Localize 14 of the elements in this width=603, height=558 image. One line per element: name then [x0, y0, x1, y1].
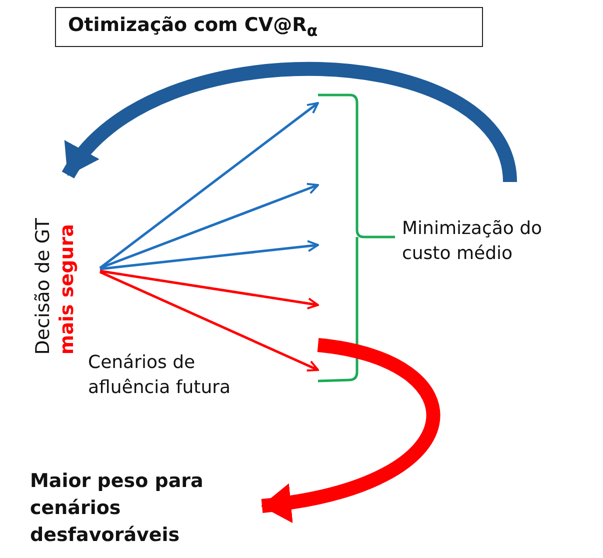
bracket-label: Minimização do custo médio — [402, 217, 544, 266]
outcome-text: Maior peso para cenários desfavoráveis — [30, 469, 204, 548]
title-box — [55, 7, 483, 47]
arrow — [100, 240, 319, 270]
arrow — [100, 182, 319, 270]
title-text: Otimização com CV@R$_{α}$ — [68, 14, 318, 36]
scenario-label: Cenários de afluência futura — [88, 351, 232, 400]
arrow — [100, 270, 319, 310]
curved-block-arrow — [62, 62, 517, 184]
curly-bracket — [316, 94, 396, 382]
decision-qualifier: mais segura — [56, 224, 78, 355]
arrow — [99, 102, 319, 269]
arrow — [99, 270, 319, 372]
decision-text: Decisão de GT — [32, 218, 54, 355]
